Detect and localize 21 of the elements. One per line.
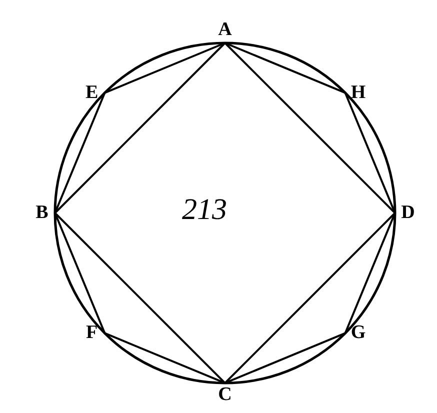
line-segment bbox=[54, 92, 106, 214]
figure-number: 213 bbox=[182, 193, 227, 227]
line-segment bbox=[344, 92, 396, 214]
line-segment bbox=[224, 332, 346, 384]
vertex-label: G bbox=[347, 322, 370, 344]
line-segment bbox=[104, 42, 226, 94]
line-segment bbox=[224, 212, 396, 384]
vertex-label: F bbox=[80, 322, 103, 344]
vertex-label: A bbox=[214, 19, 236, 41]
line-segment bbox=[54, 212, 106, 334]
line-segment bbox=[344, 212, 396, 334]
line-segment bbox=[224, 42, 396, 214]
line-segment bbox=[54, 212, 226, 384]
vertex-label: E bbox=[80, 82, 103, 104]
vertex-label: H bbox=[347, 82, 370, 104]
vertex-label: D bbox=[397, 202, 419, 224]
vertex-label: C bbox=[214, 384, 236, 406]
vertex-label: B bbox=[31, 202, 53, 224]
line-segment bbox=[224, 42, 346, 94]
line-segment bbox=[104, 332, 226, 384]
line-segment bbox=[54, 42, 226, 214]
